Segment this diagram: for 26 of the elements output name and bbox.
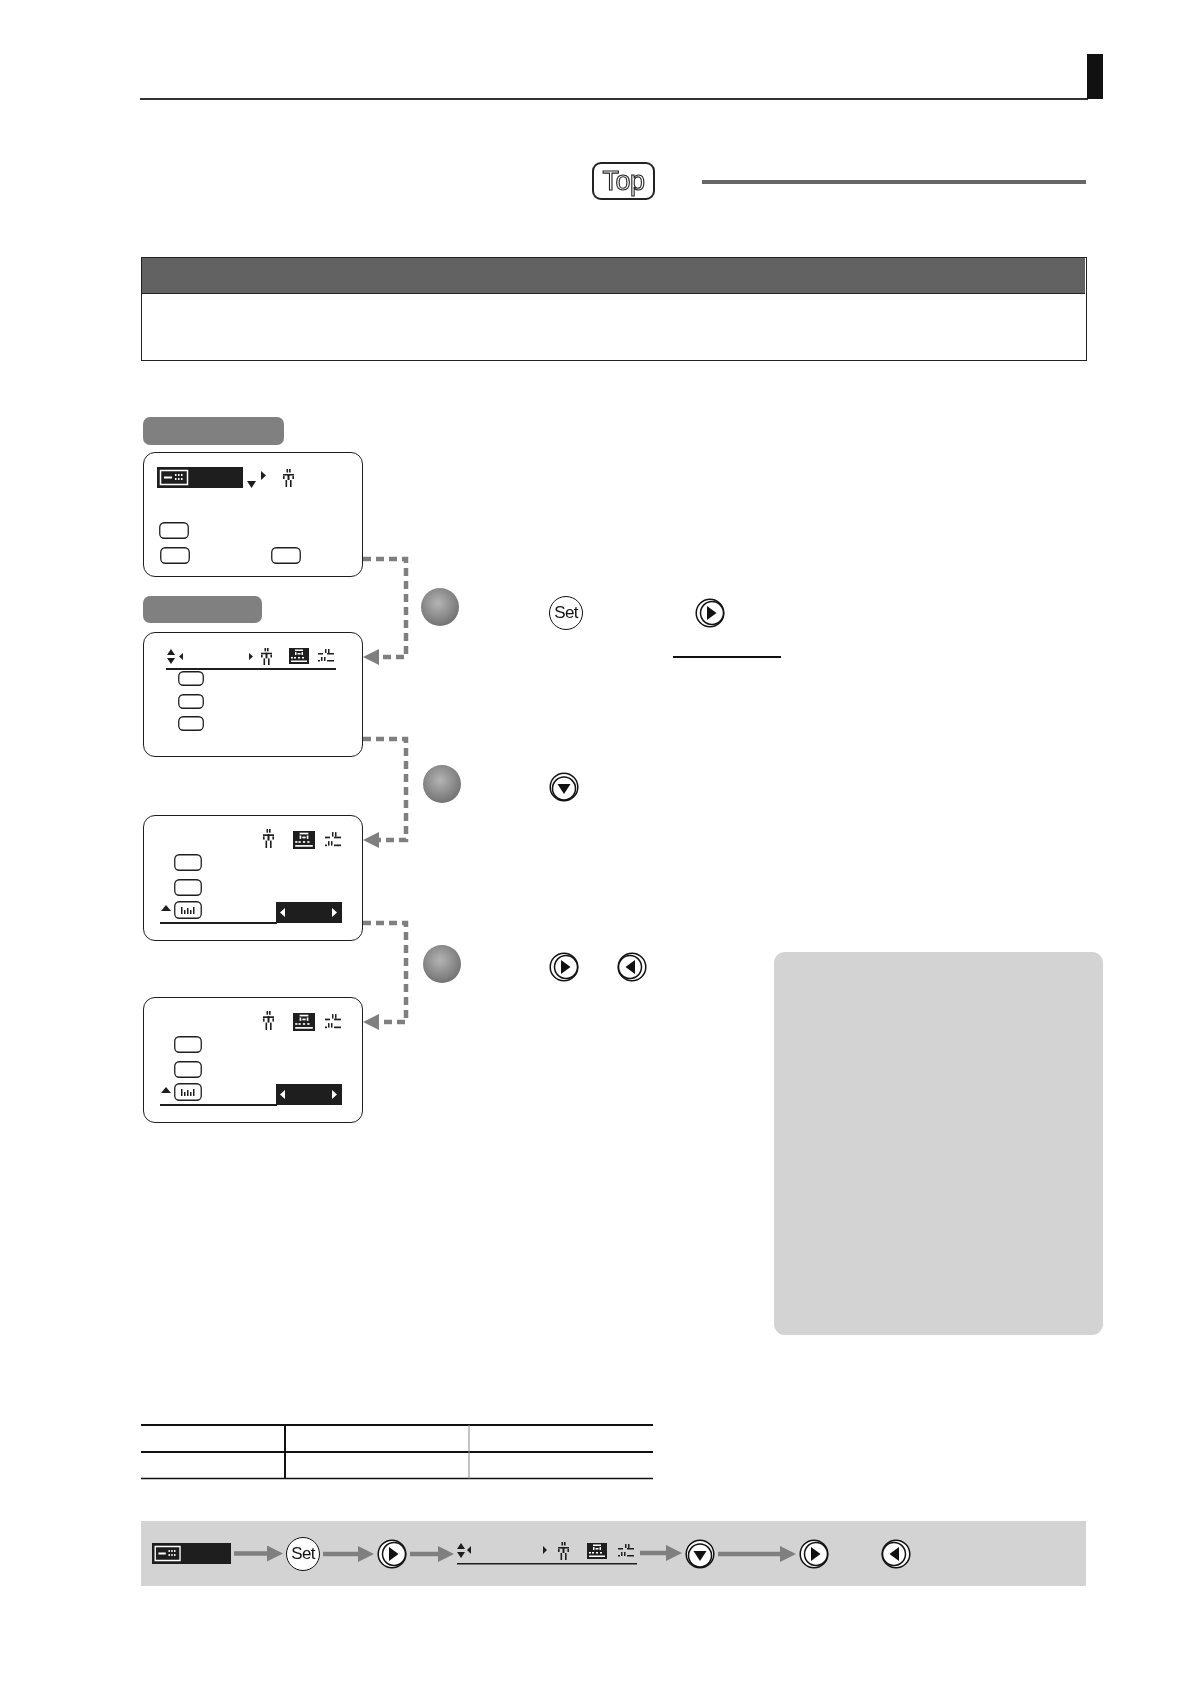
left-button-icon — [881, 1539, 911, 1569]
right-button-icon — [799, 1539, 829, 1569]
title-tab — [143, 417, 284, 445]
menu-header-drawing — [457, 1540, 637, 1566]
right-button-icon — [549, 952, 579, 982]
dashed-arrow — [363, 736, 409, 848]
lcd-screen — [143, 815, 363, 941]
lcd-screen — [143, 997, 363, 1123]
down-button-icon — [685, 1539, 715, 1569]
arrow — [234, 1545, 283, 1562]
arrow — [410, 1546, 454, 1562]
right-button-icon — [377, 1539, 407, 1569]
top-badge: Top — [592, 162, 655, 200]
lcd-screen — [143, 452, 363, 577]
down-button-icon — [549, 772, 579, 802]
title-tab — [143, 596, 262, 623]
set-button: Set — [549, 596, 583, 630]
dashed-arrow — [363, 556, 409, 665]
lcd-screen — [143, 632, 363, 757]
arrow — [323, 1546, 374, 1562]
menu-tab-drawing — [152, 1543, 231, 1564]
right-button-icon — [695, 598, 725, 628]
arrow — [718, 1546, 796, 1562]
dashed-arrow — [363, 920, 409, 1030]
arrow — [640, 1545, 682, 1561]
left-button-icon — [617, 952, 647, 982]
